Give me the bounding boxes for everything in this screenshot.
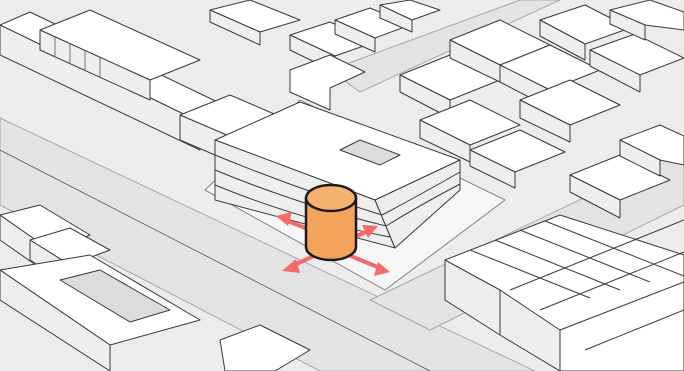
warehouse-southeast [444, 214, 684, 371]
linear-building-northwest [0, 9, 301, 171]
house-row-north [209, 0, 441, 73]
cylinder-icon [304, 183, 358, 262]
arrow-south-east [344, 252, 390, 276]
roof-skylight [339, 139, 401, 166]
buildings-southwest [0, 204, 311, 371]
residential-cluster-northeast [399, 0, 684, 219]
